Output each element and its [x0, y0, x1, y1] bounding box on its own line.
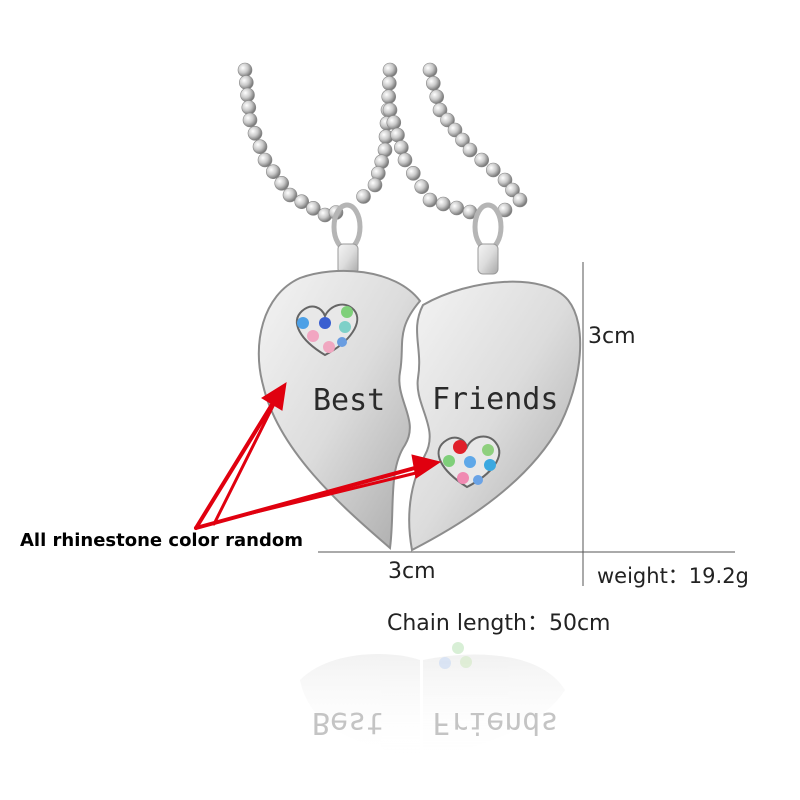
chain-bead	[462, 142, 478, 158]
chain-bead	[422, 62, 438, 78]
chain-bead	[265, 164, 281, 179]
chain-bead	[356, 189, 371, 204]
chain-bead	[485, 162, 501, 178]
chain-bead	[237, 62, 253, 78]
chain-bead	[367, 177, 383, 193]
reflection-friends: Friends	[432, 705, 558, 740]
chain-bead	[440, 112, 455, 128]
heart-half-right	[408, 280, 582, 552]
chain-bead	[381, 89, 397, 104]
chain-bead	[397, 152, 413, 168]
chain-bead	[432, 102, 448, 118]
chain-bead	[429, 89, 445, 104]
chain-bead	[242, 112, 258, 128]
height-label: 3cm	[588, 324, 636, 349]
chain-bead	[497, 172, 513, 188]
width-label: 3cm	[388, 559, 436, 584]
weight-label: weight：19.2g	[597, 564, 749, 588]
chain-bead	[512, 192, 528, 208]
chain-bead	[239, 75, 254, 90]
dimension-lines	[318, 262, 735, 586]
chain-bead	[393, 140, 409, 155]
chain-bead	[252, 139, 268, 154]
chain-bead	[422, 192, 438, 208]
rhinestone-note: All rhinestone color random	[20, 530, 303, 551]
rhinestone-heart-left	[296, 303, 359, 357]
chain-bead	[449, 200, 465, 216]
chain-bead	[274, 176, 290, 191]
engraving-best: Best	[313, 383, 385, 418]
chain-bead	[382, 102, 398, 118]
chain-bead	[241, 100, 257, 115]
chain-bead	[240, 87, 255, 103]
chain-bead	[505, 182, 520, 198]
pendant-reflection	[300, 642, 565, 760]
chain-bead	[447, 122, 463, 138]
chain-bead	[386, 115, 402, 130]
chain-bead	[405, 166, 421, 181]
chain-bead	[474, 152, 490, 168]
pendant-bail-right	[472, 202, 504, 275]
chain-bead	[390, 127, 405, 143]
chain-bead	[455, 132, 470, 148]
chain-bead	[282, 187, 298, 203]
chain-bead	[257, 152, 273, 168]
chain-bead	[247, 126, 263, 141]
chain-bead	[425, 76, 441, 91]
pendant-bail-left	[331, 202, 363, 275]
chain-bead	[381, 76, 397, 91]
reflection-best: Best	[312, 705, 384, 740]
rhinestone-heart-right	[437, 435, 501, 489]
chain-length-label: Chain length：50cm	[387, 611, 611, 636]
chain-bead	[305, 201, 321, 216]
red-arrows	[194, 382, 442, 530]
chain-bead	[294, 194, 310, 209]
chain-bead	[435, 196, 451, 212]
chain-bead	[382, 62, 398, 78]
bead-chain	[237, 62, 528, 223]
engraving-friends: Friends	[432, 382, 558, 417]
chain-bead	[414, 179, 430, 194]
